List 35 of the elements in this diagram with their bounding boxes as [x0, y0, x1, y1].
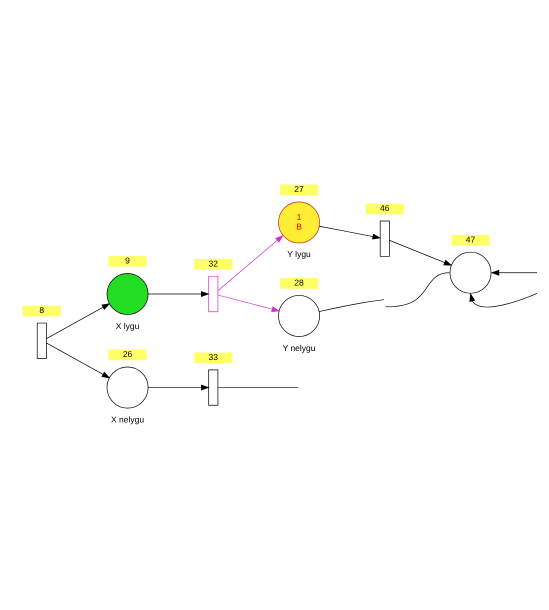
- node-bar: [380, 220, 390, 257]
- node-label: 26: [122, 349, 132, 360]
- node-label: Y nelygu: [282, 342, 316, 353]
- arrow: [46, 342, 110, 378]
- arrow: [218, 234, 284, 291]
- node-label: 32: [208, 258, 218, 268]
- node-label: 27: [294, 184, 304, 194]
- node-label: 28: [294, 278, 304, 288]
- node-label: X lygu: [116, 320, 140, 331]
- node-label: 47: [466, 234, 476, 244]
- connector: [318, 299, 384, 312]
- node-label: 9: [125, 256, 130, 266]
- arrow: [148, 384, 210, 391]
- connector: [385, 272, 450, 308]
- arrow: [389, 240, 452, 266]
- node-label: 46: [380, 203, 390, 214]
- node-label: Y lygu: [287, 249, 311, 260]
- arrow: [46, 303, 110, 339]
- node-bar: [208, 276, 218, 312]
- arrow: [148, 291, 210, 297]
- node-circle: [450, 252, 492, 294]
- node-bar: [208, 370, 218, 406]
- node-label: 33: [208, 352, 218, 362]
- node-label: X nelygu: [111, 414, 144, 424]
- node-label: 8: [39, 305, 44, 316]
- connector: [218, 387, 299, 388]
- arrow: [218, 294, 280, 312]
- node-bar: [36, 322, 47, 359]
- node-circle: [106, 366, 148, 408]
- arrow: [469, 292, 538, 308]
- node-circle: [106, 273, 148, 315]
- arrow: [490, 270, 538, 276]
- arrow: [318, 226, 381, 240]
- node-circle: [278, 295, 320, 337]
- node-circle: 1 B: [278, 202, 320, 244]
